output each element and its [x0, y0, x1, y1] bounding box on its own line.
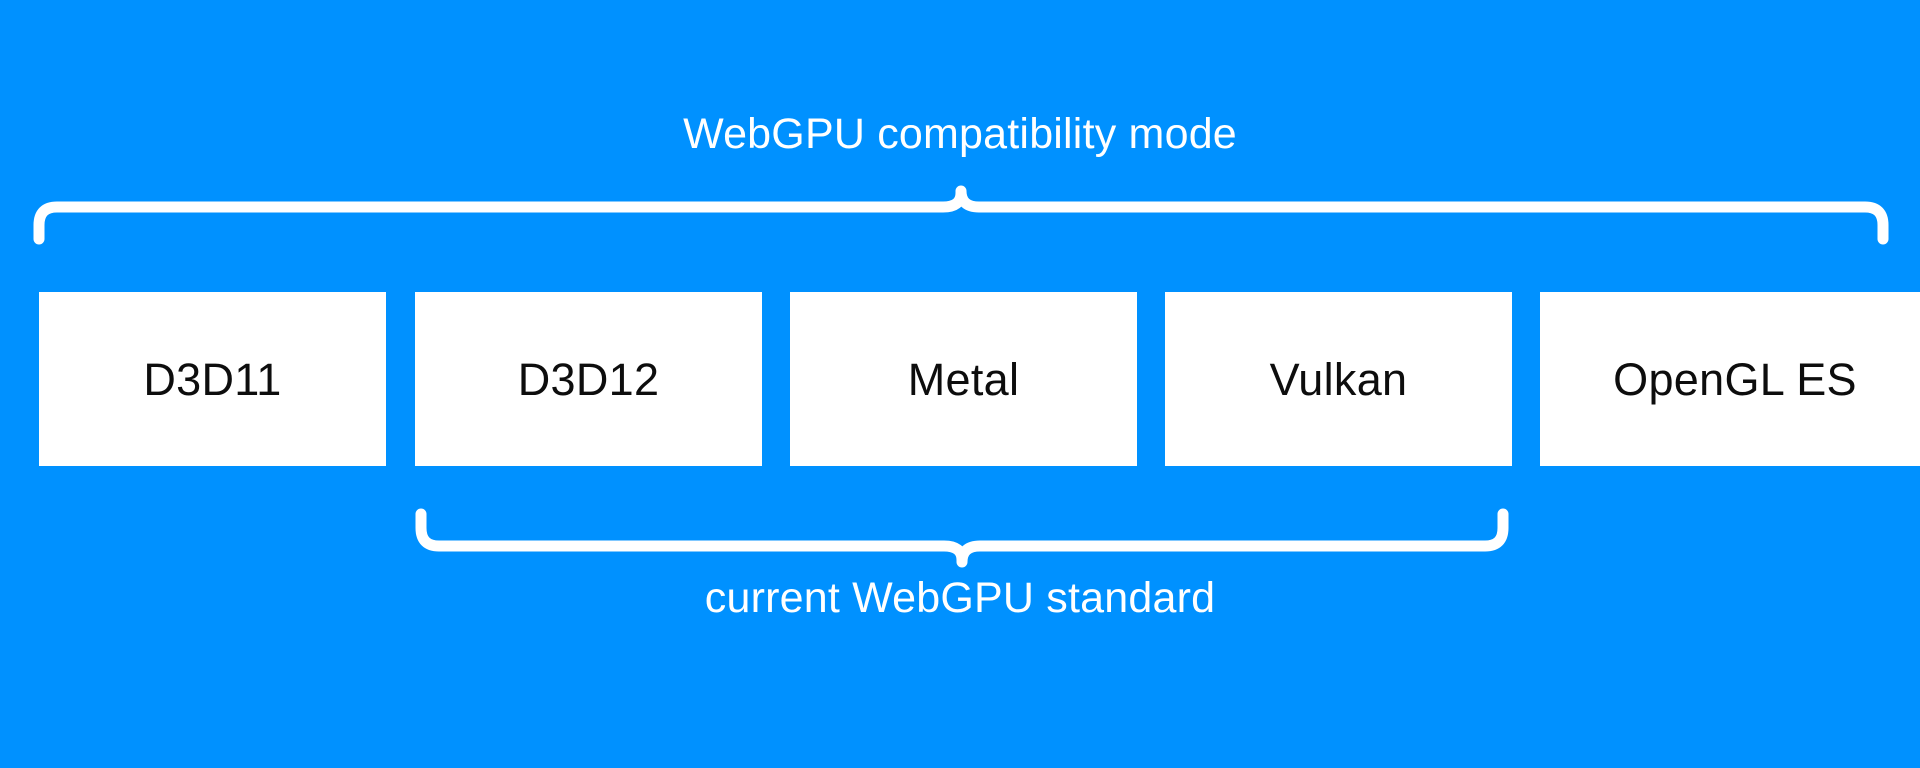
api-box-vulkan[interactable]: Vulkan	[1165, 292, 1512, 466]
api-box-label: Metal	[907, 353, 1020, 405]
top-group-label: WebGPU compatibility mode	[683, 110, 1237, 158]
api-box-label: OpenGL ES	[1613, 353, 1857, 405]
bottom-group-label: current WebGPU standard	[704, 574, 1216, 622]
top-brace-icon	[33, 185, 1889, 245]
api-box-opengl-es[interactable]: OpenGL ES	[1540, 292, 1920, 466]
api-box-metal[interactable]: Metal	[790, 292, 1137, 466]
api-box-d3d12[interactable]: D3D12	[415, 292, 762, 466]
api-box-label: Vulkan	[1269, 353, 1408, 405]
api-box-d3d11[interactable]: D3D11	[39, 292, 386, 466]
api-box-label: D3D11	[143, 353, 282, 405]
api-box-row: D3D11 D3D12 Metal Vulkan OpenGL ES	[0, 292, 1920, 466]
bottom-brace-icon	[415, 508, 1509, 568]
api-box-label: D3D12	[517, 353, 660, 405]
